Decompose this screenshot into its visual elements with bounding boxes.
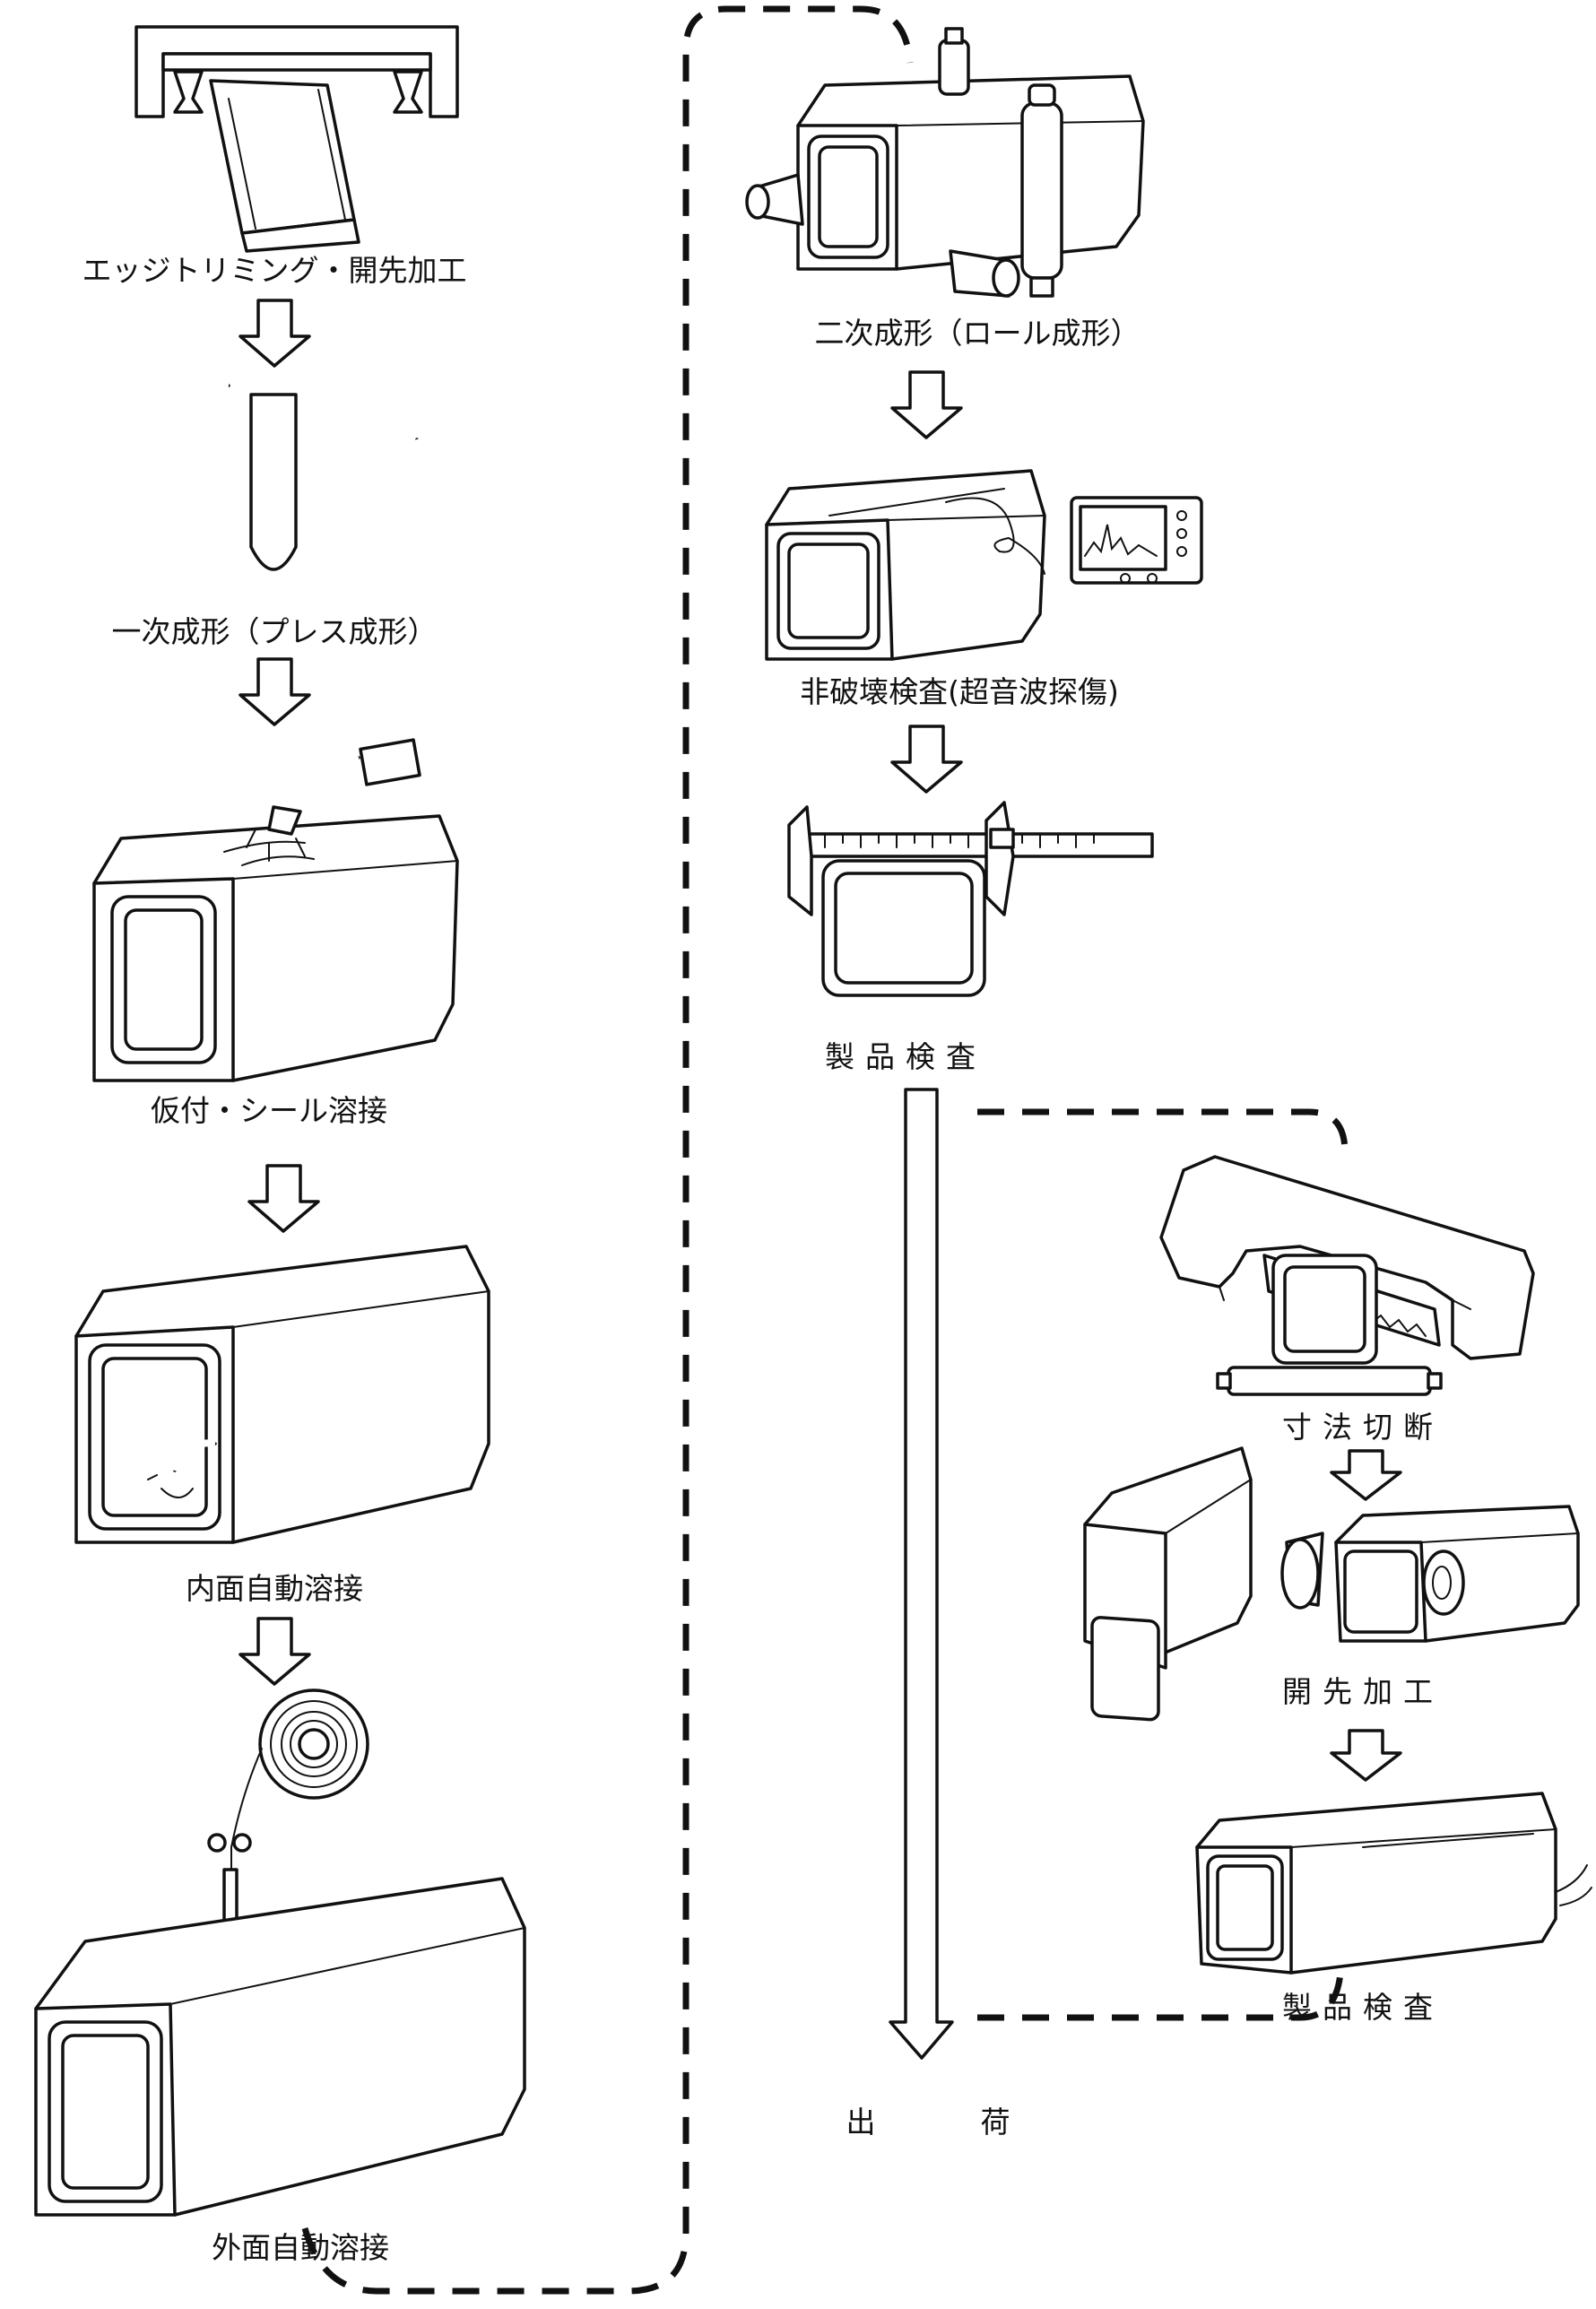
down-arrow-4 <box>239 1617 311 1686</box>
step-label-product-inspection-middle: 製品検査 <box>825 1039 986 1074</box>
cutting-illustration <box>1159 1155 1535 1396</box>
step-label-inner-welding: 内面自動溶接 <box>186 1571 363 1606</box>
tack-welding-illustration <box>92 738 459 1082</box>
roll-forming-illustration <box>745 27 1145 298</box>
dashed-connector-right-top <box>977 1108 1349 1153</box>
inner-welding-illustration <box>74 1245 490 1544</box>
down-arrow-5 <box>890 370 963 439</box>
ultrasonic-testing-illustration <box>765 469 1203 661</box>
finished-pipe-illustration <box>1195 1792 1592 1975</box>
step-label-press-forming: 一次成形（プレス成形） <box>111 614 438 649</box>
down-arrow-3 <box>247 1164 320 1233</box>
dashed-connector-right-bottom <box>977 1972 1344 2021</box>
step-label-ultrasonic-testing: 非破壊検査(超音波探傷) <box>800 674 1119 709</box>
edge-trimming-illustration <box>134 25 459 253</box>
step-label-product-inspection-right: 製品検査 <box>1282 1990 1444 2025</box>
dashed-connector-left <box>301 5 914 2295</box>
shipping-arrow <box>889 1088 954 2060</box>
down-arrow-2 <box>239 657 311 726</box>
press-forming-illustration <box>79 369 459 607</box>
outer-welding-illustration <box>34 1688 526 2217</box>
step-label-tack-welding: 仮付・シール溶接 <box>151 1093 387 1128</box>
down-arrow-7 <box>1330 1449 1402 1501</box>
step-label-edge-trimming: エッジトリミング・開先加工 <box>82 253 467 288</box>
step-label-roll-forming: 二次成形（ロール成形） <box>814 316 1141 351</box>
shipping-label-left: 出 <box>846 2105 876 2140</box>
step-label-cutting: 寸法切断 <box>1282 1410 1444 1445</box>
step-label-outer-welding: 外面自動溶接 <box>212 2230 389 2265</box>
caliper-inspection-illustration <box>787 801 1154 997</box>
down-arrow-6 <box>890 725 963 794</box>
beveling-illustration <box>1083 1446 1580 1722</box>
shipping-label-right: 荷 <box>980 2105 1011 2140</box>
step-label-beveling: 開先加工 <box>1282 1674 1444 1709</box>
down-arrow-8 <box>1330 1729 1402 1782</box>
down-arrow-1 <box>239 299 311 368</box>
